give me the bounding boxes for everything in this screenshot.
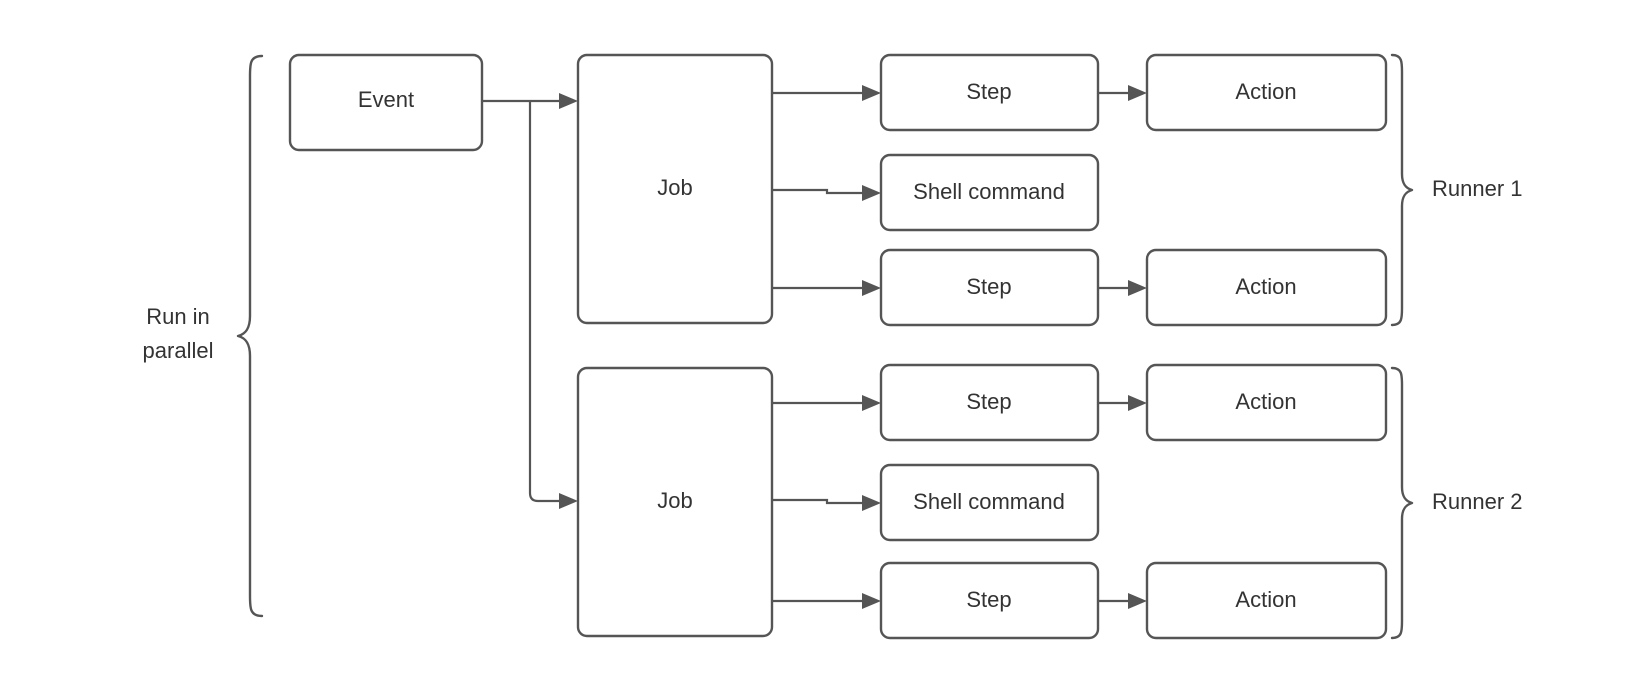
action-node-r2-2[interactable]: Action: [1145, 561, 1388, 640]
action-node-r1-2[interactable]: Action: [1145, 248, 1388, 327]
action-node-r1-1-label: Action: [1235, 79, 1296, 104]
run-in-parallel-group: Run in parallel: [143, 54, 264, 618]
arrowhead-job1-to-shell1: [862, 185, 881, 201]
action-node-r1-1-box[interactable]: [1145, 53, 1388, 132]
arrowhead-step-to-action-r1-2: [1128, 280, 1147, 296]
runner1-row-2: Shell command: [772, 153, 1100, 232]
left-brace-icon: [236, 54, 264, 618]
action-node-r1-2-label: Action: [1235, 274, 1296, 299]
shell-command-node-r1-box[interactable]: [879, 153, 1100, 232]
runner-2-brace-icon: [1390, 366, 1414, 640]
event-node[interactable]: Event: [288, 53, 484, 152]
arrowhead-job2-to-shell2: [862, 495, 881, 511]
shell-command-node-r2-label: Shell command: [913, 489, 1065, 514]
arrowhead-step-to-action-r2-2: [1128, 593, 1147, 609]
edge-job1-to-shell1: [772, 188, 869, 195]
edge-event-to-job2: [528, 101, 566, 503]
event-node-box[interactable]: [288, 53, 484, 152]
arrowhead-step-to-action-r2-1: [1128, 395, 1147, 411]
shell-command-node-r2[interactable]: Shell command: [879, 463, 1100, 542]
runner-2-group: Runner 2: [1390, 366, 1523, 640]
job-node-1-label: Job: [657, 175, 692, 200]
event-to-jobs-edges: [482, 93, 578, 509]
action-node-r2-2-label: Action: [1235, 587, 1296, 612]
shell-command-node-r1-label: Shell command: [913, 179, 1065, 204]
action-node-r2-1-box[interactable]: [1145, 363, 1388, 442]
job-node-2-label: Job: [657, 488, 692, 513]
shell-command-node-r1[interactable]: Shell command: [879, 153, 1100, 232]
runner-2-label: Runner 2: [1432, 489, 1523, 514]
action-node-r2-2-box[interactable]: [1145, 561, 1388, 640]
step-node-r1-1-label: Step: [966, 79, 1011, 104]
run-in-parallel-label-line1: Run in: [146, 304, 210, 329]
arrowhead-job2-to-step2: [862, 593, 881, 609]
step-node-r1-1[interactable]: Step: [879, 53, 1100, 132]
job-node-2[interactable]: Job: [576, 366, 774, 638]
arrowhead-event-to-job2: [559, 493, 578, 509]
run-in-parallel-label-line2: parallel: [143, 338, 214, 363]
runner-1-group: Runner 1: [1390, 53, 1523, 327]
runner2-row-3: Step Action: [772, 561, 1388, 640]
arrowhead-step-to-action-r1-1: [1128, 85, 1147, 101]
arrowhead-job1-to-step1: [862, 85, 881, 101]
runner-1-brace-icon: [1390, 53, 1414, 327]
runner1-row-1: Step Action: [772, 53, 1388, 132]
step-node-r2-2-label: Step: [966, 587, 1011, 612]
step-node-r2-2[interactable]: Step: [879, 561, 1100, 640]
event-node-label: Event: [358, 87, 414, 112]
action-node-r2-1-label: Action: [1235, 389, 1296, 414]
action-node-r1-1[interactable]: Action: [1145, 53, 1388, 132]
step-node-r1-2-label: Step: [966, 274, 1011, 299]
runner2-row-1: Step Action: [772, 363, 1388, 442]
step-node-r2-1[interactable]: Step: [879, 363, 1100, 442]
arrowhead-event-to-job1: [559, 93, 578, 109]
shell-command-node-r2-box[interactable]: [879, 463, 1100, 542]
step-node-r1-2[interactable]: Step: [879, 248, 1100, 327]
edge-job2-to-shell2: [772, 498, 869, 505]
runner2-row-2: Shell command: [772, 463, 1100, 542]
arrowhead-job2-to-step1: [862, 395, 881, 411]
runner-1-label: Runner 1: [1432, 176, 1523, 201]
job-node-2-box[interactable]: [576, 366, 774, 638]
job-node-1[interactable]: Job: [576, 53, 774, 325]
step-node-r2-1-label: Step: [966, 389, 1011, 414]
runner1-row-3: Step Action: [772, 248, 1388, 327]
action-node-r1-2-box[interactable]: [1145, 248, 1388, 327]
action-node-r2-1[interactable]: Action: [1145, 363, 1388, 442]
arrowhead-job1-to-step2: [862, 280, 881, 296]
